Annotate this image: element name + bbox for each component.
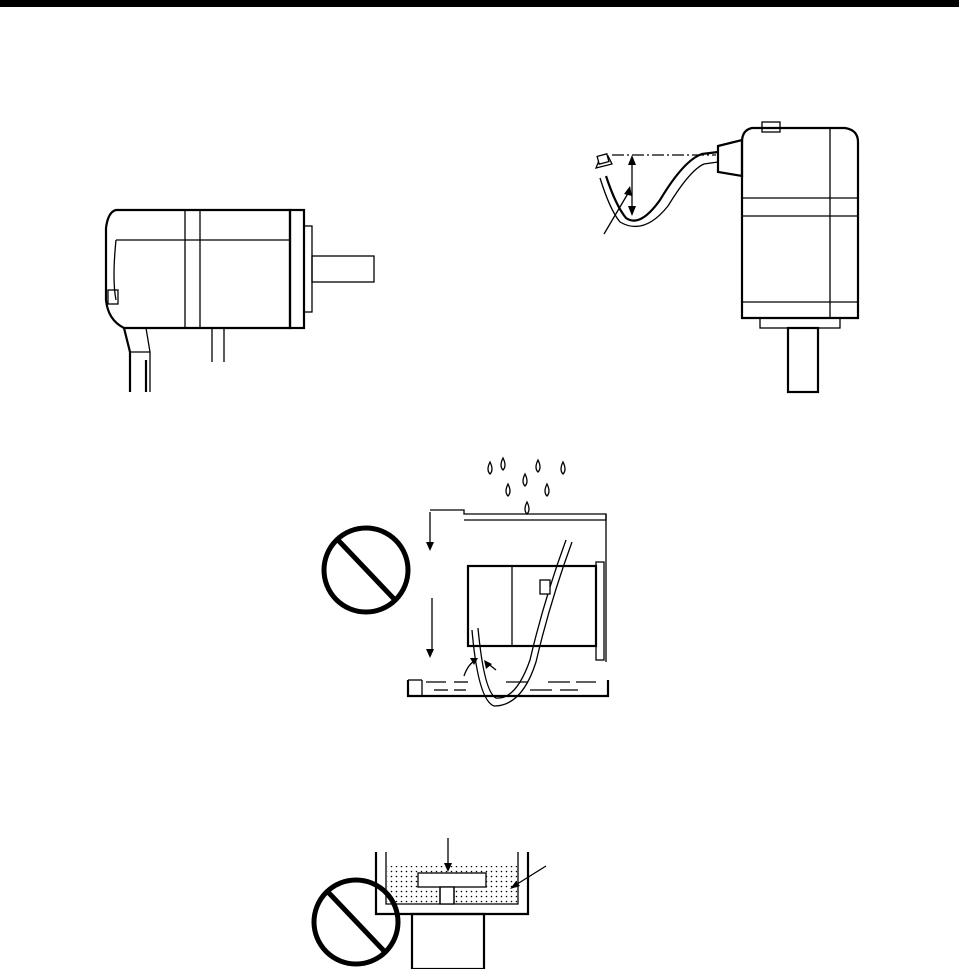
cable-drip-loop	[606, 152, 718, 221]
motor-flange	[596, 562, 604, 660]
leader-line	[514, 866, 546, 886]
motor-flange	[290, 210, 304, 328]
cable-connector	[718, 140, 742, 176]
motor-shaft	[788, 328, 818, 392]
motor-horizontal-figure	[106, 210, 374, 392]
motor-body	[412, 914, 484, 969]
motor-shaft	[312, 256, 374, 282]
motor-end-curve	[114, 240, 116, 300]
motor-flange	[760, 318, 840, 328]
motor-body	[468, 566, 596, 646]
motor-vertical-figure	[596, 122, 858, 392]
motor-cable	[478, 540, 566, 698]
motor-body	[742, 128, 858, 318]
leader-line	[604, 190, 630, 234]
cover-plate	[430, 510, 606, 520]
connector-tab	[108, 290, 118, 304]
power-cable	[124, 328, 130, 392]
prohibited-oil-bath-figure	[314, 838, 546, 969]
motor-shaft-end	[418, 873, 486, 887]
liquid-drops	[488, 458, 565, 514]
liquid-surface	[426, 682, 596, 690]
prohibited-liquid-figure	[324, 458, 608, 706]
prohibition-icon	[324, 528, 408, 612]
motor-body	[106, 210, 290, 328]
cable-clamp	[540, 580, 550, 594]
